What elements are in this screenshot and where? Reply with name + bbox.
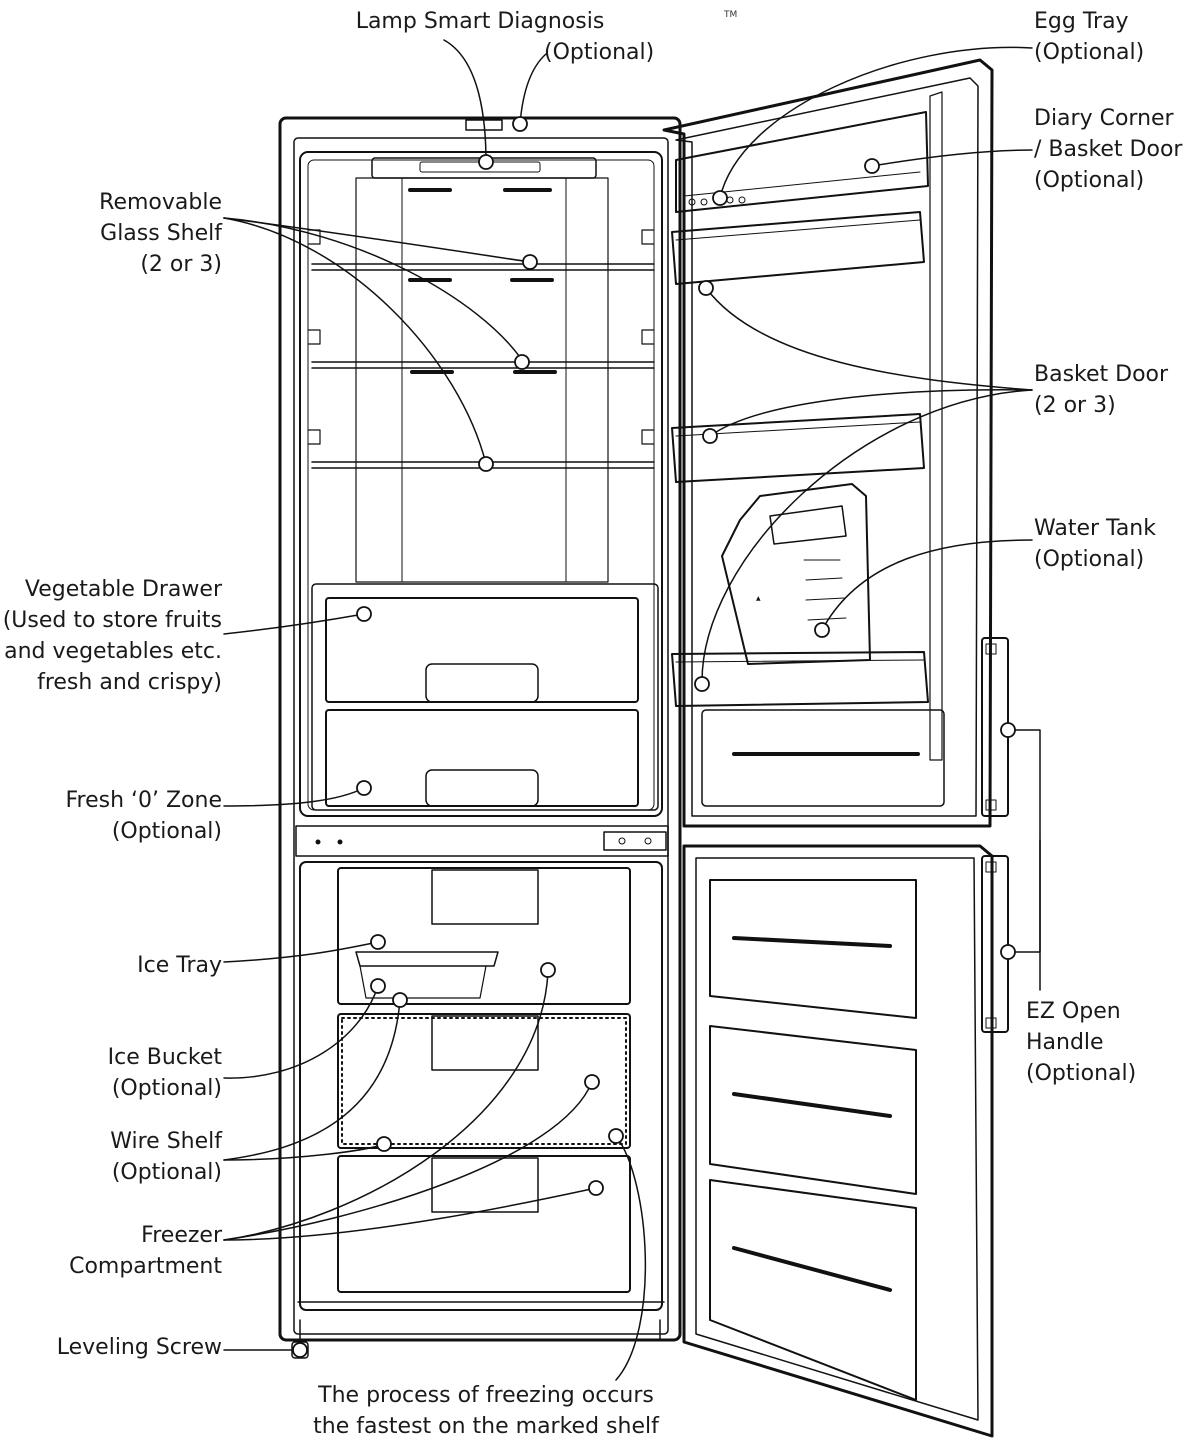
freezer-door <box>682 844 1009 1438</box>
label-line: Handle <box>1026 1030 1104 1055</box>
label-wire-shelf: Wire Shelf (Optional) <box>24 1126 222 1188</box>
label-line: (Optional) <box>111 819 222 844</box>
label-lamp-smart-diagnosis: Lamp Smart Diagnosis <box>330 6 630 37</box>
freezer-compartment <box>297 861 665 1311</box>
label-freezing-note: The process of freezing occurs the faste… <box>296 1380 676 1442</box>
label-line: Removable <box>99 190 222 215</box>
label-line: Diary Corner <box>1034 106 1174 131</box>
label-line: EZ Open <box>1026 999 1121 1024</box>
svg-text:▲: ▲ <box>756 595 761 602</box>
label-line: Wire Shelf <box>110 1129 222 1154</box>
label-line: Ice Bucket <box>107 1045 222 1070</box>
label-line: Fresh ‘0’ Zone <box>65 788 222 813</box>
fridge-compartment <box>299 151 663 817</box>
fridge-door: ▲ <box>662 58 1009 828</box>
label-vegetable-drawer: Vegetable Drawer (Used to store fruits a… <box>0 574 222 698</box>
label-line: (Optional) <box>111 1076 222 1101</box>
label-line: Compartment <box>69 1254 222 1279</box>
label-line: Basket Door <box>1034 362 1169 387</box>
label-line: Water Tank <box>1034 516 1156 541</box>
label-line: (Used to store fruits <box>2 608 222 633</box>
label-line: The process of freezing occurs <box>318 1383 654 1408</box>
label-line: (2 or 3) <box>140 252 222 277</box>
label-line: (2 or 3) <box>1034 393 1116 418</box>
label-water-tank: Water Tank (Optional) <box>1034 513 1156 575</box>
label-line: Leveling Screw <box>56 1335 222 1360</box>
trademark-mark: TM <box>724 10 738 20</box>
label-line: / Basket Door <box>1034 137 1183 162</box>
label-line: (Optional) <box>111 1160 222 1185</box>
label-line: (Optional) <box>1034 40 1145 65</box>
label-line: (Optional) <box>1034 168 1145 193</box>
label-line: Ice Tray <box>137 953 222 978</box>
label-ice-tray: Ice Tray <box>24 950 222 981</box>
label-line: Freezer <box>141 1223 222 1248</box>
label-ez-open-handle: EZ Open Handle (Optional) <box>1026 996 1136 1089</box>
control-strip <box>295 825 669 857</box>
label-line: (Optional) <box>1026 1061 1137 1086</box>
label-diary-corner: Diary Corner / Basket Door (Optional) <box>1034 103 1182 196</box>
label-line: fresh and crispy) <box>37 670 222 695</box>
label-line: and vegetables etc. <box>4 639 222 664</box>
cabinet-body <box>278 116 682 1342</box>
label-freezer-compartment: Freezer Compartment <box>24 1220 222 1282</box>
label-line: Egg Tray <box>1034 9 1129 34</box>
callout-markers <box>292 116 1016 1358</box>
label-leveling-screw: Leveling Screw <box>24 1332 222 1363</box>
label-line: Vegetable Drawer <box>24 577 222 602</box>
label-basket-door: Basket Door (2 or 3) <box>1034 359 1168 421</box>
label-lamp-optional: (Optional) <box>544 37 654 68</box>
label-line: the fastest on the marked shelf <box>313 1414 659 1439</box>
leader-lines <box>223 39 1041 1381</box>
label-line: Glass Shelf <box>100 221 222 246</box>
label-line: Lamp Smart Diagnosis <box>355 9 605 34</box>
label-line: (Optional) <box>1034 547 1145 572</box>
label-ice-bucket: Ice Bucket (Optional) <box>24 1042 222 1104</box>
label-egg-tray: Egg Tray (Optional) <box>1034 6 1144 68</box>
label-line: (Optional) <box>544 40 655 65</box>
label-removable-glass-shelf: Removable Glass Shelf (2 or 3) <box>24 187 222 280</box>
label-fresh-zone: Fresh ‘0’ Zone (Optional) <box>24 785 222 847</box>
